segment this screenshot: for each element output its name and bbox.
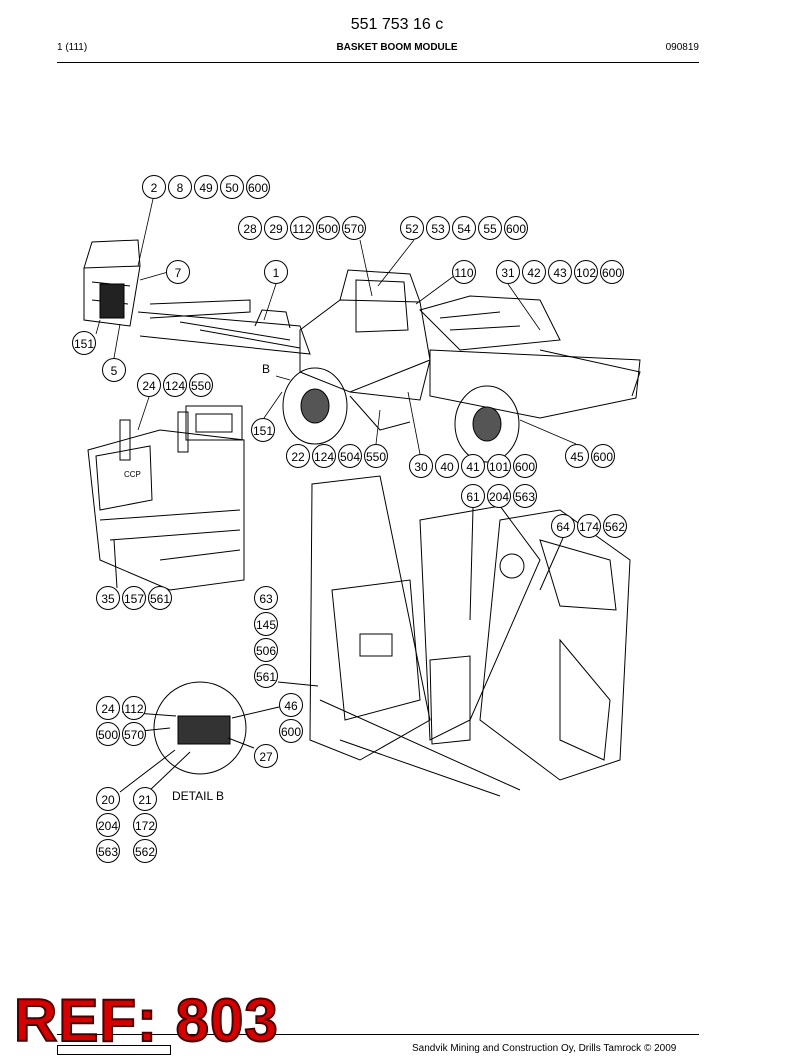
page-count: 1 (111) [57,42,88,53]
callout-balloon: 124 [163,373,187,397]
callout-balloon: 29 [264,216,288,240]
callout-balloon: 42 [522,260,546,284]
callout-balloon: 52 [400,216,424,240]
callout-balloon: 504 [338,444,362,468]
callout-balloon: 151 [251,418,275,442]
callout-balloon: 7 [166,260,190,284]
callout-balloon: 562 [133,839,157,863]
callout-balloon: 5 [102,358,126,382]
footer-copyright: Sandvik Mining and Construction Oy, Dril… [412,1043,677,1054]
callout-balloon: 500 [96,722,120,746]
callout-balloon: 570 [122,722,146,746]
callout-balloon: 562 [603,514,627,538]
callout-balloon: 45 [565,444,589,468]
callout-balloon: 124 [312,444,336,468]
callout-balloon: 145 [254,612,278,636]
leader-lines [95,198,577,455]
callout-balloon: 27 [254,744,278,768]
document-number: 551 753 16 c [350,16,444,33]
callout-balloon: 102 [574,260,598,284]
callout-balloon: 506 [254,638,278,662]
callout-balloon: 110 [452,260,476,284]
callout-balloon: 28 [238,216,262,240]
carrier-drawing [299,269,641,431]
document-title: BASKET BOOM MODULE [336,42,458,53]
callout-balloon: 31 [496,260,520,284]
callout-balloon: 63 [254,586,278,610]
callout-balloon: 204 [96,813,120,837]
callout-balloon: 174 [577,514,601,538]
callout-balloon: 101 [487,454,511,478]
callout-balloon: 561 [254,664,278,688]
footer-rule [57,1034,699,1035]
callout-balloon: 30 [409,454,433,478]
callout-balloon: 570 [342,216,366,240]
callout-balloon: 600 [600,260,624,284]
callout-balloon: 20 [96,787,120,811]
callout-balloon: 563 [513,484,537,508]
callout-balloon: 43 [548,260,572,284]
structure-detail-drawing [277,475,631,797]
basket-drawing [83,239,141,327]
callout-balloon: 46 [279,693,303,717]
callout-balloon: 600 [591,444,615,468]
callout-balloon: 600 [246,175,270,199]
wheels-drawing [282,367,520,463]
callout-balloon: 35 [96,586,120,610]
callout-balloon: 2 [142,175,166,199]
ccp-label: CCP [124,470,141,479]
callout-balloon: 24 [137,373,161,397]
callout-balloon: 500 [316,216,340,240]
callout-balloon: 550 [189,373,213,397]
callout-balloon: 561 [148,586,172,610]
callout-balloon: 600 [504,216,528,240]
callout-balloon: 61 [461,484,485,508]
callout-balloon: 53 [426,216,450,240]
document-date: 090819 [665,42,699,53]
callout-balloon: 41 [461,454,485,478]
callout-balloon: 50 [220,175,244,199]
callout-balloon: 1 [264,260,288,284]
detail-b-label: DETAIL B [172,789,225,803]
callout-balloon: 563 [96,839,120,863]
control-panel-drawing [87,405,245,591]
callout-balloon: 55 [478,216,502,240]
callout-balloon: 24 [96,696,120,720]
callout-balloon: 21 [133,787,157,811]
callout-balloon: 157 [122,586,146,610]
callout-balloon: 600 [513,454,537,478]
callout-balloon: 64 [551,514,575,538]
view-label-b: B [262,362,271,376]
callout-balloon: 54 [452,216,476,240]
callout-balloon: 550 [364,444,388,468]
ref-stamp: REF: 803 [13,986,279,1055]
detail-b-drawing [119,681,280,793]
callout-balloon: 600 [279,719,303,743]
callout-balloon: 49 [194,175,218,199]
callout-balloon: 112 [290,216,314,240]
callout-balloon: 112 [122,696,146,720]
callout-balloon: 151 [72,331,96,355]
callout-balloon: 204 [487,484,511,508]
callout-balloon: 22 [286,444,310,468]
callout-balloon: 40 [435,454,459,478]
header-rule [57,62,699,63]
boom-drawing [137,299,311,355]
callout-balloon: 8 [168,175,192,199]
callout-balloon: 172 [133,813,157,837]
